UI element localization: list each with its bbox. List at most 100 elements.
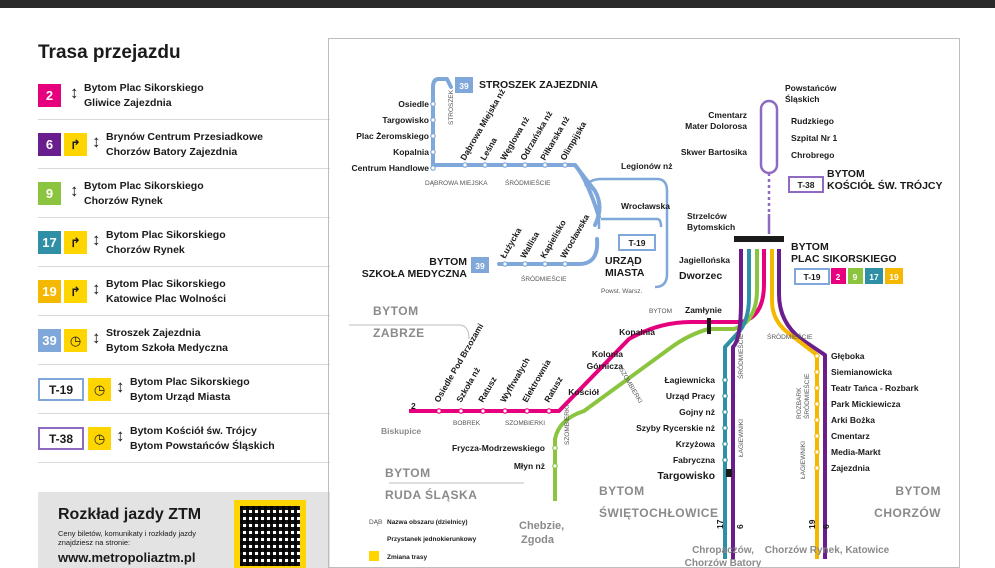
route-to: Bytom Szkoła Medyczna	[106, 342, 228, 354]
district-srodmiescie-r: ŚRÓDMIEŚCIE	[767, 332, 813, 341]
city-chorzow: CHORZÓW	[874, 505, 941, 520]
stop-marker	[562, 261, 568, 267]
station-szpital: Szpital Nr 1	[791, 133, 838, 143]
terminal-biskupice: Biskupice	[381, 426, 421, 436]
updown-arrow-icon: ↕	[116, 377, 125, 396]
updown-arrow-icon: ↕	[92, 132, 101, 151]
promo-title: Rozkład jazdy ZTM	[58, 506, 202, 523]
city-zabrze: ZABRZE	[373, 326, 425, 340]
badge-39-bottom-text: 39	[475, 261, 485, 271]
badge-39-top	[455, 77, 473, 93]
stop-marker	[814, 417, 820, 423]
city-bytom-zabrze: BYTOM	[373, 304, 419, 318]
clock-icon: ◷	[88, 427, 111, 450]
district-bobrek: BOBREK	[453, 420, 481, 427]
clock-icon: ◷	[88, 378, 111, 401]
hub-dworzec: Dworzec	[679, 270, 722, 282]
updown-arrow-icon: ↕	[70, 83, 79, 102]
hub-kosciol-line1: BYTOM	[827, 168, 865, 180]
hub-szkola-line2: SZKOŁA MEDYCZNA	[362, 268, 468, 280]
station-19: Zajezdnia	[831, 463, 870, 473]
line-t19-path	[584, 177, 669, 289]
stop-marker	[722, 409, 728, 415]
stop-marker	[552, 463, 558, 469]
district-srodmiescie-v: ŚRÓDMIEŚCIE	[736, 333, 745, 379]
line-badge: 17	[38, 231, 61, 254]
route-from: Bytom Plac Sikorskiego	[130, 376, 250, 388]
station-39-diag: Leśna	[478, 135, 499, 162]
station-17: Krzyżowa	[676, 439, 715, 449]
clock-icon: ◷	[64, 329, 87, 352]
qr-code[interactable]	[234, 500, 306, 568]
station-2-diag: Ratusz	[542, 375, 565, 404]
station-legionow: Legionów nż	[621, 161, 672, 171]
route-to: Gliwice Zajezdnia	[84, 97, 172, 109]
station-9: Frycza-Modrzewskiego	[452, 443, 545, 453]
city-bytom-chorzow: BYTOM	[895, 484, 941, 498]
route-to: Chorzów Rynek	[84, 195, 163, 207]
station-cmentarz-t38: Cmentarz	[708, 110, 747, 120]
route-from: Bytom Plac Sikorskiego	[106, 278, 226, 290]
station-powst-warsz: Powst. Warsz.	[601, 288, 642, 295]
stop-marker	[722, 457, 728, 463]
line-17-end-label: 17	[715, 519, 725, 529]
city-ruda: RUDA ŚLĄSKA	[385, 487, 477, 502]
district-srodmiescie-2: ŚRÓDMIEŚCIE	[521, 274, 567, 283]
route-change-icon	[369, 551, 379, 561]
station-kosciol: Kościół	[568, 387, 599, 397]
station-skwer: Skwer Bartosika	[681, 147, 747, 157]
line-19-end-label: 19	[807, 519, 817, 529]
station-targowisko: Targowisko	[657, 470, 715, 482]
terminal-chorzow-batory: Chorzów Batory	[685, 558, 762, 568]
station-39-left: Targowisko	[382, 115, 429, 125]
map-legend-area: Nazwa obszaru (dzielnicy)	[387, 519, 468, 526]
stop-marker	[562, 162, 568, 168]
stop-marker	[722, 377, 728, 383]
badge-t38-map-text: T-38	[797, 180, 814, 190]
terminal-chorzow-katowice: Chorzów Rynek, Katowice	[765, 545, 890, 556]
promo-url[interactable]: www.metropoliaztm.pl	[58, 550, 196, 565]
zabrze-bracket	[349, 324, 470, 340]
stop-marker	[430, 133, 436, 139]
stop-marker	[524, 408, 530, 414]
stop-marker	[814, 449, 820, 455]
badge-17-plac	[865, 268, 883, 284]
badge-19-plac	[885, 268, 903, 284]
line-badge: 6	[38, 133, 61, 156]
badge-39-top-text: 39	[459, 81, 469, 91]
stop-marker	[814, 385, 820, 391]
station-17: Gojny nż	[679, 407, 715, 417]
badge-t19-plac-text: T-19	[803, 272, 820, 282]
route-change-icon: ↱	[64, 280, 87, 303]
station-kopalnia: Kopalnia	[619, 327, 655, 337]
station-39-south: Wrocławska	[558, 212, 591, 260]
stop-marker	[430, 149, 436, 155]
hub-plac-line1: BYTOM	[791, 241, 829, 253]
route-map-svg: 39 STROSZEK ZAJEZDNIA 39 BYTOM SZKOŁA ME…	[349, 77, 943, 568]
station-39-left: Kopalnia	[393, 147, 429, 157]
line-badge: 19	[38, 280, 61, 303]
station-19: Cmentarz	[831, 431, 870, 441]
line-badge: T-19	[38, 378, 84, 401]
badge-2-plac	[831, 268, 846, 284]
stop-marker	[502, 261, 508, 267]
stop-marker	[814, 353, 820, 359]
hub-szkola-line1: BYTOM	[429, 256, 467, 268]
stop-marker	[542, 162, 548, 168]
route-to: Chorzów Batory Zajezdnia	[106, 146, 238, 158]
station-powstancow: Powstańców	[785, 83, 837, 93]
stop-marker	[482, 162, 488, 168]
